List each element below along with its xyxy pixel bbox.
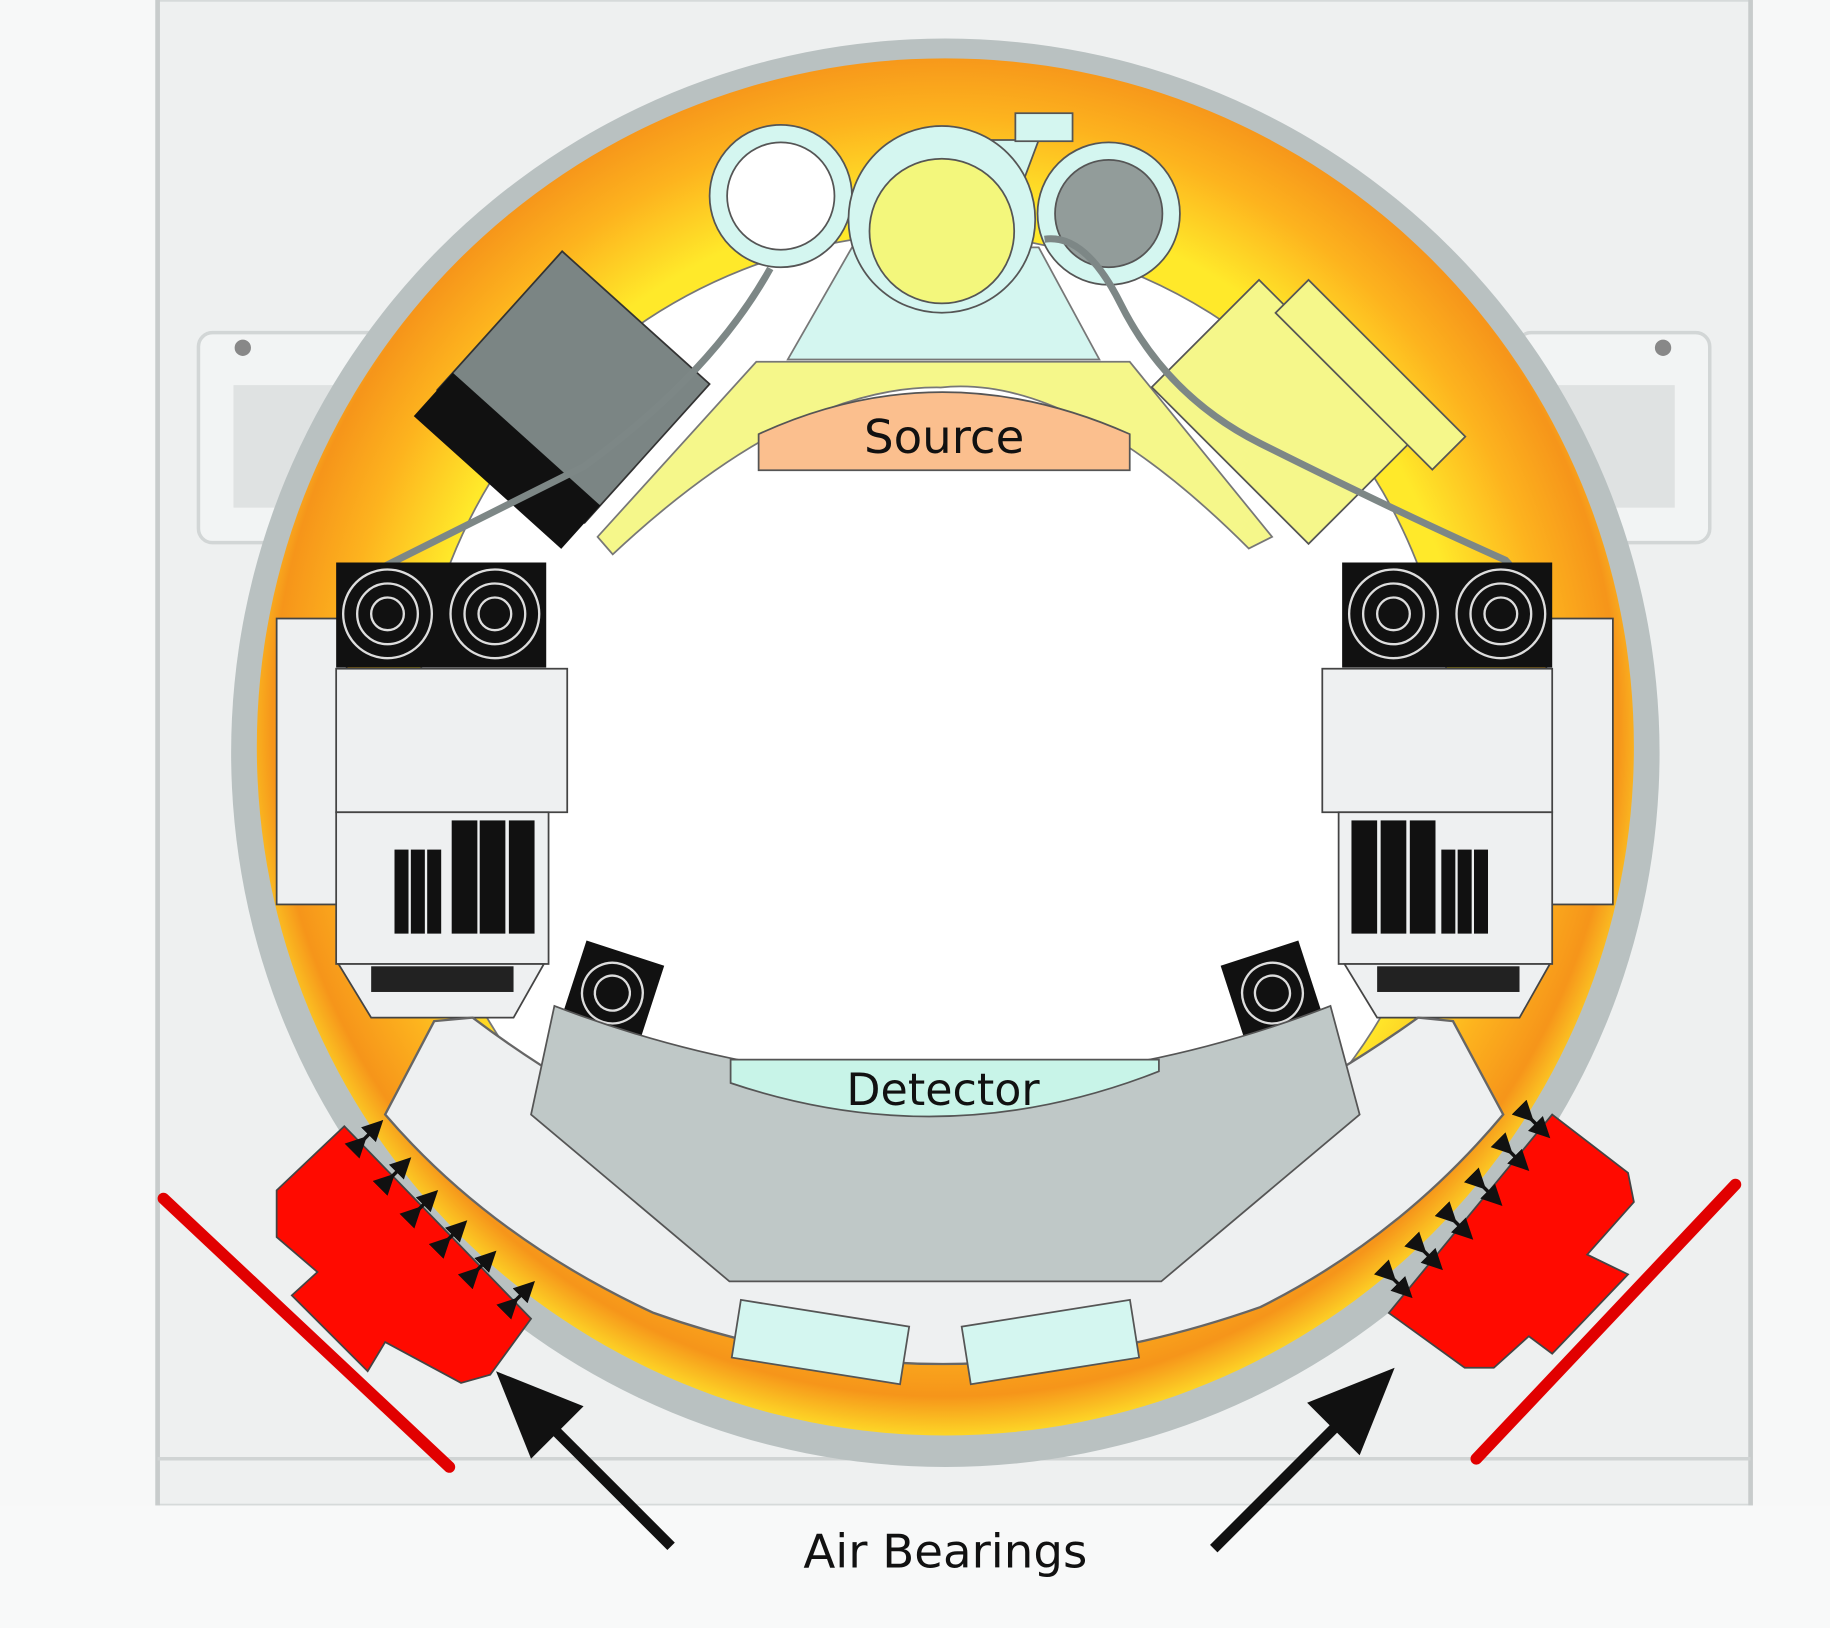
air-gap-arrows-right: [1373, 1099, 1551, 1299]
cradle-pad-right: [960, 1298, 1141, 1386]
bearing-rail-left: [157, 1192, 456, 1473]
cable-left: [346, 266, 774, 631]
fan-icon: [341, 568, 541, 660]
heatsink-icon: [1351, 820, 1489, 934]
bottom-strip: [0, 1505, 1830, 1628]
heatsink-icon: [394, 820, 535, 934]
cooling-unit-left: [726, 141, 836, 251]
detector-label: Detector: [846, 1065, 1040, 1116]
collimator-tray: [596, 360, 1274, 556]
generator: [1054, 159, 1164, 269]
source-box: [757, 391, 1131, 472]
xray-tube: [868, 157, 1016, 305]
air-gap-arrows-left: [344, 1119, 535, 1320]
cradle-pad-left: [730, 1298, 911, 1386]
pointer-arrow-right: [1210, 1367, 1395, 1553]
power-supply-box: [413, 250, 711, 549]
fan-icon: [1347, 568, 1547, 660]
right-module: [1321, 562, 1614, 1019]
left-module: [275, 562, 569, 1019]
cable-right: [1044, 235, 1528, 631]
screw-right: [1654, 339, 1672, 356]
source-label: Source: [864, 411, 1024, 465]
screw-left: [234, 339, 251, 356]
electronics-boxes-right: [1150, 278, 1467, 546]
air-bearings-label: Air Bearings: [803, 1525, 1087, 1579]
detector-box: [729, 1058, 1160, 1118]
air-bearing-left: [157, 1119, 535, 1473]
pointer-arrow-left: [496, 1371, 675, 1551]
air-bearing-right: [1373, 1099, 1742, 1465]
bearing-rail-right: [1470, 1178, 1742, 1465]
tube-connector: [1014, 112, 1074, 143]
